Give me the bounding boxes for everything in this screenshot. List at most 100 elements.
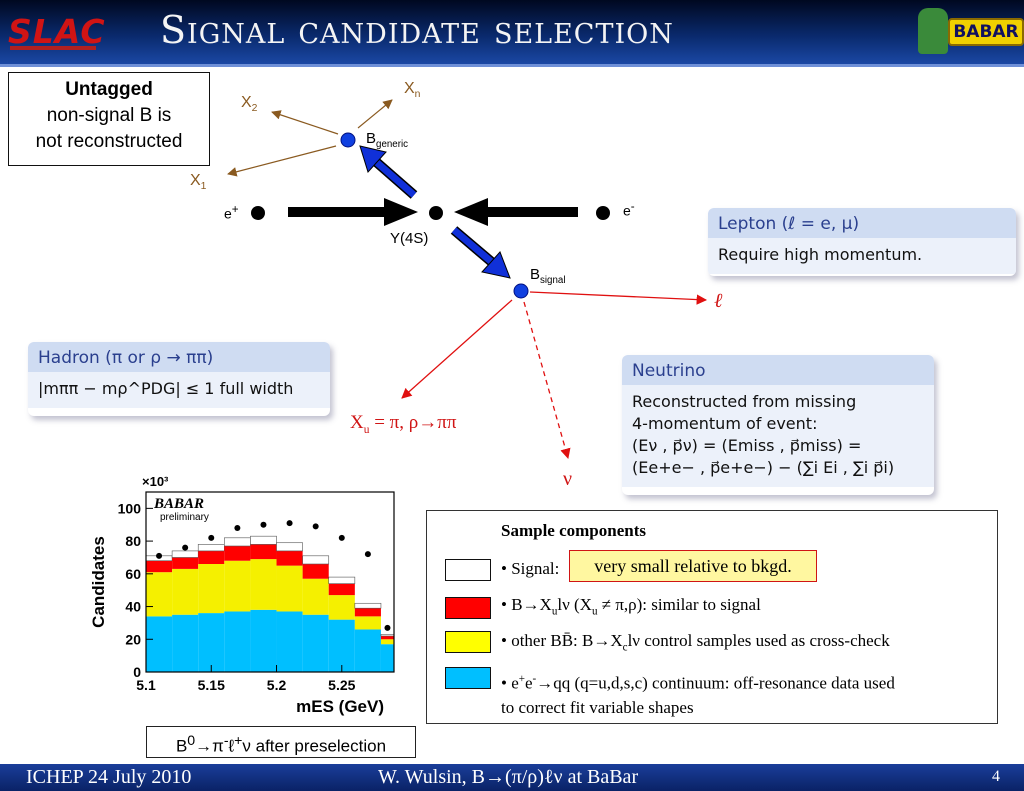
bar-signal-1 [171,550,199,558]
bar-eeqqcontinuum-9 [380,644,394,672]
lepton-block-body: Require high momentum. [708,238,1016,274]
bar-otherbb-9 [380,639,394,645]
babar-elephant-icon [918,8,948,54]
untagged-heading: Untagged [65,79,153,100]
untagged-line2: not reconstructed [35,131,183,152]
hadron-track [401,299,513,399]
data-point-1 [182,544,189,551]
bar-otherbb-0 [146,572,173,617]
lepton-block-title: Lepton (ℓ = e, μ) [708,208,1016,238]
y-tick-label-3: 60 [125,566,141,582]
bar-eeqqcontinuum-7 [328,619,355,672]
bar-otherbb-7 [328,595,355,620]
bar-otherbb-5 [276,565,303,612]
neutrino-line1: Reconstructed from missing [632,392,857,411]
legend-row-xu: • B→Xulν (Xu ≠ π,ρ): similar to signal [501,595,761,618]
x-tick-label-0: 5.1 [136,677,156,693]
bar-eeqqcontinuum-1 [172,614,199,672]
bar-eeqqcontinuum-0 [146,616,173,672]
bar-eeqqcontinuum-4 [250,609,277,672]
sample-components-legend: Sample components • Signal: • B→Xulν (Xu… [426,510,998,724]
bar-otherbb-2 [198,564,225,614]
slac-logo-text: SLAC [8,12,106,51]
footer-author-title: W. Wulsin, B→(π/ρ)ℓν at BaBar [378,766,639,788]
neutrino-line2: 4-momentum of event: [632,414,818,433]
neutrino-block-body: Reconstructed from missing 4-momentum of… [622,385,934,487]
b-signal-label: Bsignal [530,266,566,286]
babar-logo-text: BABAR [948,18,1024,46]
upsilon-label: Y(4S) [390,230,429,247]
b-generic-label: Bgeneric [366,130,408,150]
lepton-symbol: ℓ [714,290,723,312]
data-point-8 [364,551,371,558]
bar-eeqqcontinuum-6 [302,614,329,672]
data-point-7 [338,534,345,541]
lepton-track [529,291,708,305]
swatch-xu [445,597,491,619]
bar-bxul-8 [354,608,381,617]
xn-label: Xn [404,80,421,101]
untagged-line1: non-signal B is [46,105,172,126]
x2-label: X2 [241,94,258,115]
bar-signal-4 [250,535,277,545]
hadron-block: Hadron (π or ρ → ππ) |mππ − mρ^PDG| ≤ 1 … [28,342,330,416]
x1-label: X1 [190,172,207,193]
legend-row-signal: • Signal: [501,559,560,578]
bar-otherbb-4 [250,559,277,610]
swatch-other-bb [445,631,491,653]
data-point-0 [156,552,163,559]
e-plus-label: e+ [224,203,239,222]
bar-bxul-6 [302,564,329,579]
bar-eeqqcontinuum-2 [198,613,225,672]
data-point-3 [234,525,241,531]
y-axis-label: Candidates [89,536,108,628]
data-point-9 [384,624,391,631]
bar-otherbb-1 [172,568,199,615]
footer-page-number: 4 [992,768,1000,785]
plot-frame [145,491,395,673]
bar-otherbb-6 [302,578,329,615]
b-signal-dot [513,283,529,299]
plot-caption: B0→π-ℓ+ν after preselection [146,726,416,758]
xn-track [357,99,393,129]
data-point-5 [286,520,293,527]
swatch-continuum [445,667,491,689]
slac-logo: SLAC [8,12,105,52]
title-bar-rule [0,64,1024,67]
bar-signal-9 [380,634,395,637]
bar-bxul-9 [380,636,394,640]
neutrino-line4: (Ee+e− , p⃗e+e−) − (∑i Ei , ∑i p⃗i) [632,458,895,477]
beam-arrow-right [454,198,578,226]
preliminary-label: preliminary [160,512,209,523]
b-signal-arrow [450,226,511,279]
neutrino-line3: (Eν , p⃗ν) = (Emiss , p⃗miss) = [632,436,862,455]
y-tick-label-2: 40 [125,599,141,615]
bar-bxul-3 [224,546,251,561]
y-tick-label-0: 0 [133,664,141,680]
legend-row-continuum: • e+e-→qq (q=u,d,s,c) continuum: off-res… [501,673,895,717]
y-tick-label-4: 80 [125,533,141,549]
footer-bar: ICHEP 24 July 2010 W. Wulsin, B→(π/ρ)ℓν … [0,764,1024,791]
e-plus-dot [251,206,265,220]
bar-otherbb-3 [224,560,251,612]
neutrino-track [523,301,571,460]
bar-signal-8 [354,602,382,609]
data-point-2 [208,534,215,541]
x-axis-label: mES (GeV) [296,697,384,716]
e-minus-dot [596,206,610,220]
e-minus-label: e- [623,200,635,219]
upsilon-dot [429,206,443,220]
bar-eeqqcontinuum-3 [224,611,251,672]
bar-bxul-7 [328,583,355,596]
x1-track [227,145,337,177]
footer-conference: ICHEP 24 July 2010 [26,766,192,788]
babar-logo: BABAR [918,8,1024,54]
bar-bxul-5 [276,550,303,566]
bar-bxul-2 [198,550,225,564]
legend-row-other-bb: • other BB̄: B→Xclν control samples used… [501,631,890,654]
b-generic-arrow [359,145,418,199]
hadron-block-body: |mππ − mρ^PDG| ≤ 1 full width [28,372,330,408]
data-point-4 [260,521,267,528]
